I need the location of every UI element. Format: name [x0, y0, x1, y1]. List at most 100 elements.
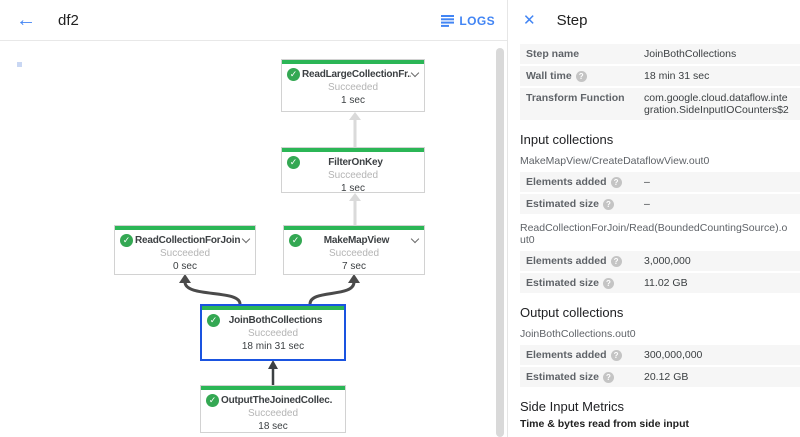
node-status: Succeeded: [247, 328, 299, 339]
side-input-metrics-subheading: Time & bytes read from side input: [520, 418, 690, 430]
metric-value: 20.12 GB: [644, 371, 689, 383]
detail-row: Step name JoinBothCollections: [520, 44, 800, 64]
help-icon[interactable]: ?: [610, 350, 622, 361]
arrowhead-icon: [349, 193, 361, 201]
metric-value: 3,000,000: [644, 255, 691, 267]
success-check-icon: ✓: [206, 393, 219, 407]
job-title: df2: [58, 11, 79, 29]
chevron-down-icon[interactable]: [410, 234, 420, 244]
node-time: 1 sec: [341, 183, 365, 193]
back-arrow-icon[interactable]: ←: [16, 9, 36, 31]
metric-key: Elements added ?: [526, 176, 644, 188]
graph-node-read-collection-for-join[interactable]: ✓ ReadCollectionForJoin Succeeded 0 sec: [114, 225, 256, 275]
collection-group: ReadCollectionForJoin/Read(BoundedCounti…: [520, 222, 800, 293]
success-check-icon: ✓: [287, 155, 300, 169]
graph-node-make-map-view[interactable]: ✓ MakeMapView Succeeded 7 sec: [283, 225, 425, 275]
node-title: JoinBothCollections: [228, 314, 323, 326]
column-header: Bytes read: [736, 434, 800, 437]
metric-value: –: [644, 176, 650, 188]
panel-body: Step name JoinBothCollections Wall time …: [508, 40, 800, 437]
logs-label: LOGS: [459, 13, 495, 28]
graph-node-output-the-joined-collection[interactable]: ✓ OutputTheJoinedCollec... Succeeded 18 …: [200, 385, 346, 433]
detail-row: Transform Function com.google.cloud.data…: [520, 88, 800, 120]
help-icon[interactable]: ?: [610, 177, 622, 188]
help-icon[interactable]: ?: [610, 256, 622, 267]
help-icon[interactable]: ?: [602, 199, 614, 210]
arrowhead-icon: [268, 360, 278, 369]
collection-group: JoinBothCollections.out0 Elements added …: [520, 328, 800, 387]
node-status: Succeeded: [327, 170, 379, 181]
node-title: FilterOnKey: [328, 156, 383, 168]
side-input-metrics-table: Side input collection Time spent reading…: [520, 434, 800, 437]
node-status: Succeeded: [159, 248, 211, 259]
node-time: 0 sec: [173, 261, 197, 272]
node-time: 7 sec: [342, 261, 366, 272]
collection-name: ReadCollectionForJoin/Read(BoundedCounti…: [520, 222, 788, 246]
help-icon[interactable]: ?: [602, 278, 614, 289]
panel-header: ✕ Step: [508, 0, 800, 40]
arrowhead-icon: [348, 274, 360, 283]
chevron-down-icon[interactable]: [241, 234, 251, 244]
metric-key: Estimated size ?: [526, 198, 644, 210]
chevron-down-icon[interactable]: [410, 68, 420, 78]
logs-button[interactable]: LOGS: [441, 0, 495, 41]
node-time: 18 sec: [258, 421, 288, 432]
metric-value: 300,000,000: [644, 349, 703, 361]
detail-value: 18 min 31 sec: [644, 70, 710, 82]
close-icon[interactable]: ✕: [523, 12, 536, 29]
success-check-icon: ✓: [207, 313, 220, 327]
topbar: ← df2 LOGS: [0, 0, 507, 41]
collection-name: MakeMapView/CreateDataflowView.out0: [520, 155, 710, 167]
column-header: Side input collection: [520, 434, 648, 437]
node-status: Succeeded: [328, 248, 380, 259]
node-status-bar: [115, 226, 255, 230]
node-title: ReadLargeCollectionFr...: [302, 68, 411, 80]
metric-row: Elements added ? –: [520, 172, 800, 192]
collection-group: MakeMapView/CreateDataflowView.out0 Elem…: [520, 155, 800, 214]
metric-key: Estimated size ?: [526, 371, 644, 383]
metric-key: Estimated size ?: [526, 277, 644, 289]
node-title: OutputTheJoinedCollec...: [221, 394, 332, 406]
metric-row: Estimated size ? 20.12 GB: [520, 367, 800, 387]
step-details-panel: ✕ Step Step name JoinBothCollections Wal…: [507, 0, 800, 437]
arrowhead-icon: [179, 274, 191, 283]
graph-node-read-large-collection[interactable]: ✓ ReadLargeCollectionFr... Succeeded 1 s…: [281, 59, 425, 112]
node-status-bar: [282, 60, 424, 64]
section-heading-side-input-metrics: Side Input Metrics: [520, 399, 625, 414]
node-status: Succeeded: [247, 408, 299, 419]
section-heading-input-collections: Input collections: [520, 132, 614, 147]
detail-key: Transform Function: [526, 92, 625, 104]
metric-row: Estimated size ? –: [520, 194, 800, 214]
detail-value: com.google.cloud.dataflow.integration.Si…: [644, 92, 789, 116]
node-status-bar: [201, 386, 345, 390]
success-check-icon: ✓: [289, 233, 302, 247]
graph-artifact-dot: [17, 62, 22, 67]
metric-value: –: [644, 198, 650, 210]
success-check-icon: ✓: [120, 233, 133, 247]
metric-row: Elements added ? 3,000,000: [520, 251, 800, 271]
metric-row: Elements added ? 300,000,000: [520, 345, 800, 365]
graph-node-filter-on-key[interactable]: ✓ FilterOnKey Succeeded 1 sec: [281, 147, 425, 193]
graph-node-join-both-collections[interactable]: ✓ JoinBothCollections Succeeded 18 min 3…: [200, 304, 346, 361]
panel-title: Step: [556, 11, 588, 29]
help-icon[interactable]: ?: [575, 71, 587, 82]
node-status-bar: [284, 226, 424, 230]
metric-value: 11.02 GB: [644, 277, 688, 289]
arrowhead-icon: [349, 112, 361, 120]
node-status: Succeeded: [327, 82, 379, 93]
detail-key: Wall time ?: [526, 70, 644, 82]
metric-key: Elements added ?: [526, 255, 644, 267]
detail-row: Wall time ? 18 min 31 sec: [520, 66, 800, 86]
node-title: ReadCollectionForJoin: [135, 234, 241, 246]
node-status-bar: [202, 306, 344, 310]
help-icon[interactable]: ?: [602, 372, 614, 383]
node-time: 18 min 31 sec: [241, 341, 305, 352]
table-header-row: Side input collection Time spent reading…: [520, 434, 800, 437]
metric-key: Elements added ?: [526, 349, 644, 361]
success-check-icon: ✓: [287, 67, 300, 81]
column-header: Time spent reading: [648, 434, 736, 437]
node-time: 1 sec: [341, 95, 365, 106]
graph-scrollbar-thumb[interactable]: [496, 48, 504, 437]
section-heading-output-collections: Output collections: [520, 305, 624, 320]
collection-name: JoinBothCollections.out0: [520, 328, 636, 340]
